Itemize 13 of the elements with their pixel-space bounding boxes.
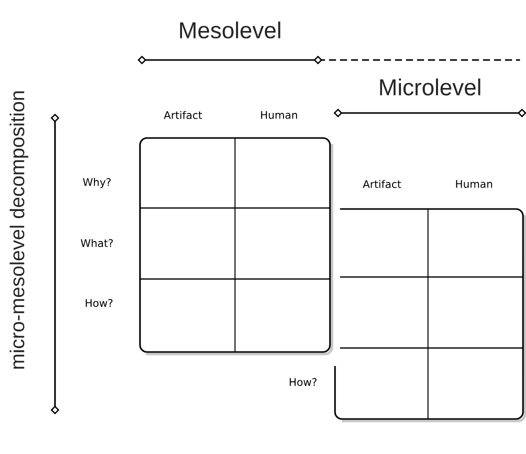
row-heading: How? <box>290 378 316 386</box>
row-heading: What? <box>80 238 113 248</box>
grid <box>139 137 334 356</box>
level-label: Microlevel <box>380 78 480 96</box>
column-heading: Human <box>456 180 492 188</box>
level-label: Mesolevel <box>180 22 280 38</box>
column-heading: Artifact <box>164 110 202 120</box>
row-heading: How? <box>86 299 112 307</box>
level-label: micro-mesolevel decomposition <box>10 91 28 369</box>
column-heading: Artifact <box>362 180 402 188</box>
column-heading: Human <box>261 111 298 119</box>
grid <box>334 208 526 422</box>
row-heading: Why? <box>82 178 111 188</box>
